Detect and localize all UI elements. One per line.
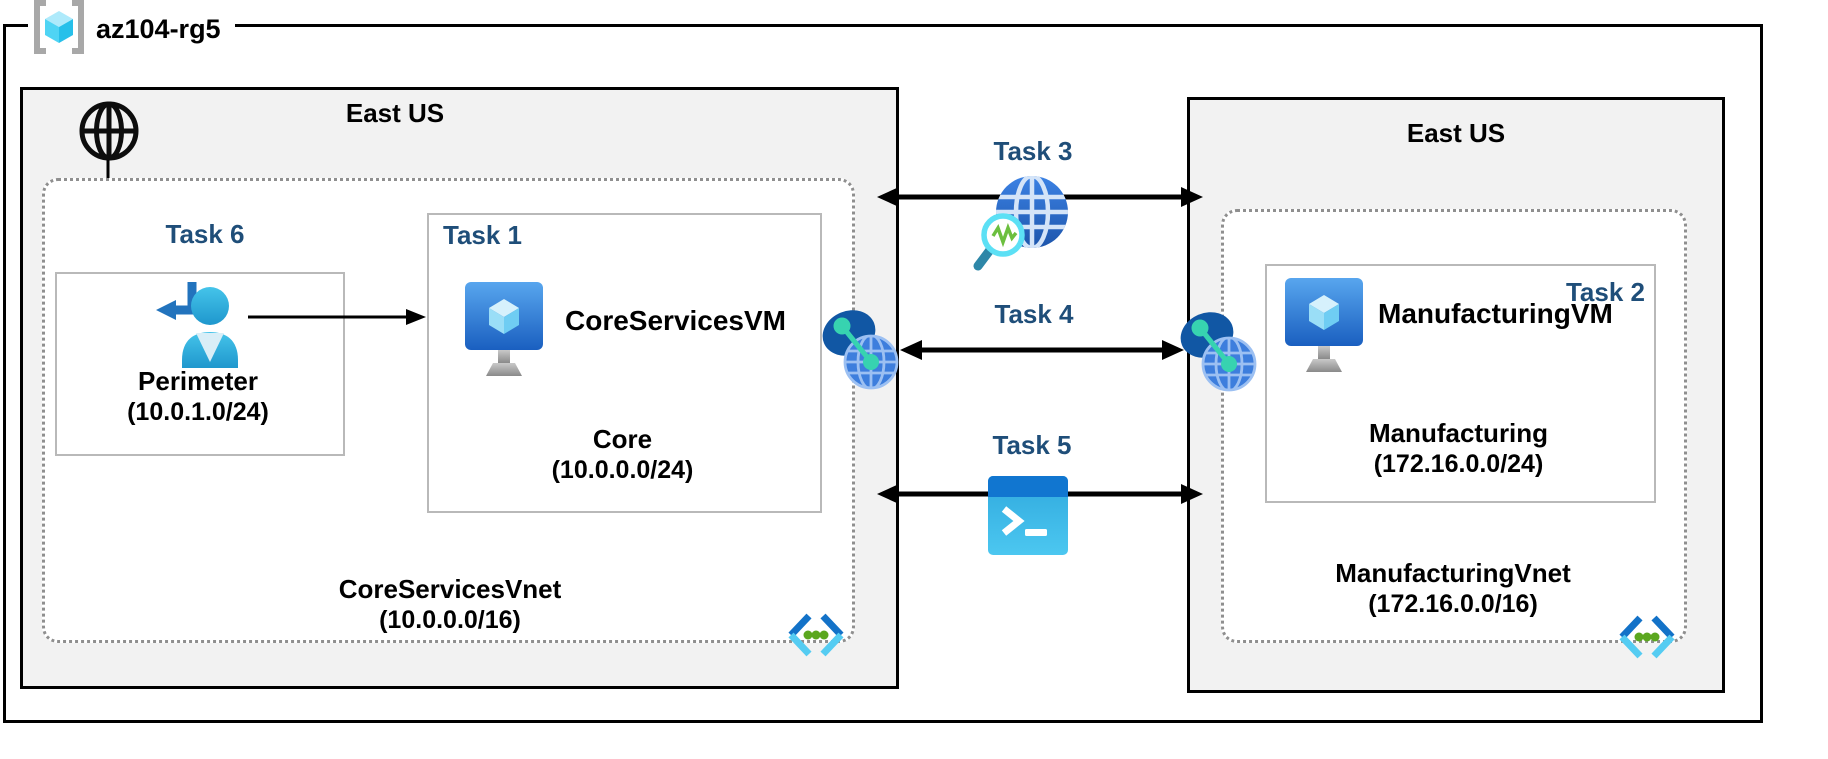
perimeter-subnet-cidr: (10.0.1.0/24) — [127, 398, 269, 426]
manufacturing-vnet-cidr: (172.16.0.0/16) — [1368, 590, 1538, 618]
manufacturing-vnet-name: ManufacturingVnet — [1335, 558, 1571, 588]
virtual-network-icon — [1615, 614, 1679, 665]
resource-group-badge: az104-rg5 — [28, 0, 235, 58]
virtual-machine-icon — [463, 280, 545, 385]
manufacturing-vnet-text: ManufacturingVnet (172.16.0.0/16) — [1335, 558, 1570, 620]
core-subnet-name: Core — [592, 424, 653, 454]
internet-globe-icon — [78, 100, 140, 167]
core-subnet-cidr: (10.0.0.0/24) — [551, 456, 694, 484]
virtual-machine-icon — [1283, 276, 1365, 381]
task6-label: Task 6 — [165, 219, 245, 249]
region-left-title: East US — [345, 98, 445, 128]
region-right-title: East US — [1406, 118, 1506, 148]
manufacturing-subnet-name: Manufacturing — [1368, 418, 1549, 448]
manufacturing-subnet-text: Manufacturing (172.16.0.0/24) — [1265, 418, 1652, 480]
perimeter-subnet-text: Perimeter (10.0.1.0/24) — [55, 366, 341, 428]
core-vnet-name: CoreServicesVnet — [338, 574, 562, 604]
virtual-network-icon — [784, 612, 848, 663]
cloud-shell-icon — [988, 476, 1068, 560]
manufacturing-subnet-cidr: (172.16.0.0/24) — [1373, 450, 1544, 478]
resource-group-icon — [30, 0, 88, 60]
perimeter-user-icon — [148, 276, 248, 379]
task5-label: Task 5 — [992, 430, 1072, 460]
task2-label: Task 2 — [1565, 277, 1645, 307]
vnet-peering-icon — [821, 305, 903, 400]
task3-label: Task 3 — [993, 136, 1073, 166]
task4-double-arrow — [898, 338, 1186, 367]
resource-group-name: az104-rg5 — [96, 13, 221, 44]
perimeter-subnet-name: Perimeter — [138, 366, 258, 396]
core-subnet-box — [427, 213, 822, 513]
resource-group-frame — [3, 24, 1763, 723]
core-subnet-text: Core (10.0.0.0/24) — [427, 424, 818, 486]
core-vnet-text: CoreServicesVnet (10.0.0.0/16) — [339, 574, 562, 636]
network-watcher-icon — [972, 170, 1074, 281]
manufacturing-vm-name: ManufacturingVM — [1378, 298, 1613, 329]
task1-label: Task 1 — [443, 220, 523, 250]
perimeter-to-core-arrow — [248, 305, 430, 334]
vnet-peering-icon — [1179, 307, 1261, 402]
core-vm-name: CoreServicesVM — [565, 305, 787, 336]
task4-label: Task 4 — [994, 299, 1074, 329]
core-vnet-cidr: (10.0.0.0/16) — [379, 606, 521, 634]
